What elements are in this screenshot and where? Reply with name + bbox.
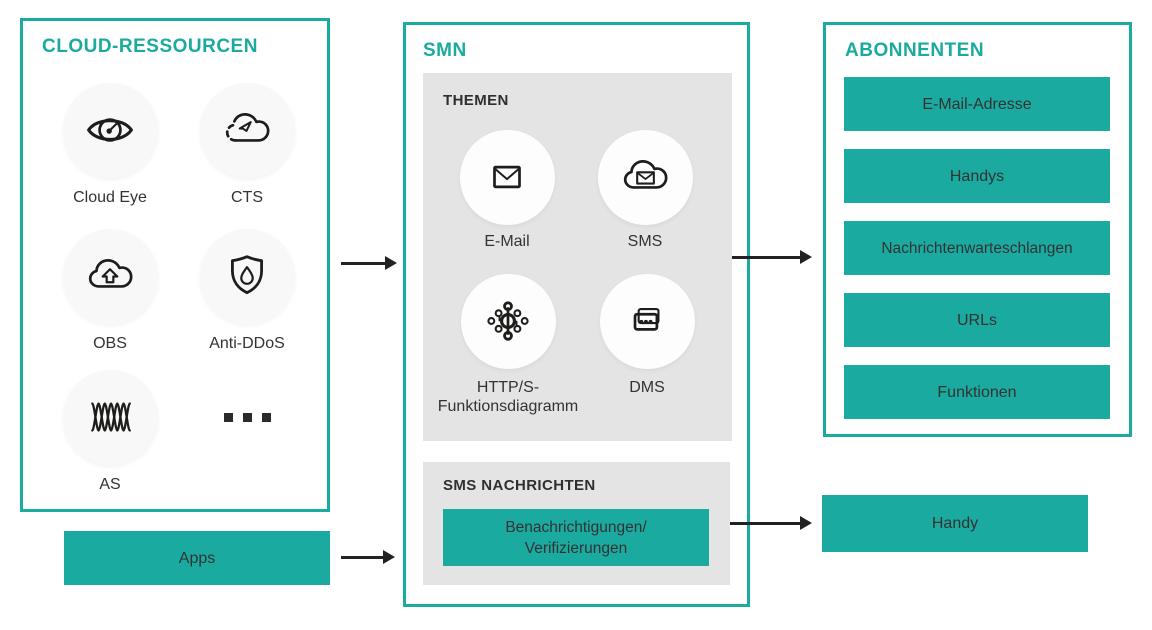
as-waves-icon (62, 369, 158, 465)
subscriber-urls-button: URLs (844, 293, 1110, 347)
ellipsis-icon (222, 411, 274, 423)
subscriber-email-button: E-Mail-Adresse (844, 77, 1110, 131)
arrow-smn-to-abonnenten (732, 250, 812, 264)
dms-label: DMS (629, 379, 665, 396)
arrow-apps-to-smn (341, 550, 395, 564)
email-envelope-icon (459, 129, 555, 225)
sms-nachrichten-header: SMS NACHRICHTEN (443, 477, 596, 494)
obs-label: OBS (93, 335, 127, 352)
function-diagram-icon (460, 273, 556, 369)
handy-button: Handy (822, 495, 1088, 552)
obs-cloud-upload-icon (62, 228, 158, 324)
arrow-resources-to-smn (341, 256, 397, 270)
themen-panel (423, 73, 732, 441)
subscriber-handys-button: Handys (844, 149, 1110, 203)
benachrichtigungen-line1: Benachrichtigungen/ (505, 518, 647, 536)
as-label: AS (99, 476, 121, 493)
abonnenten-title: ABONNENTEN (845, 40, 985, 61)
cloud-resources-title: CLOUD-RESSOURCEN (42, 36, 258, 57)
dms-messages-icon (599, 273, 695, 369)
subscriber-functions-button: Funktionen (844, 365, 1110, 419)
sms-label: SMS (627, 233, 663, 250)
cts-cloud-trace-icon (199, 82, 295, 178)
cloud-eye-label: Cloud Eye (73, 189, 147, 206)
anti-ddos-label: Anti-DDoS (209, 335, 285, 352)
benachrichtigungen-line2: Verifizierungen (524, 539, 628, 557)
arrow-sms-to-handy (730, 516, 812, 530)
smn-title: SMN (423, 40, 467, 61)
sms-cloud-icon (597, 129, 693, 225)
function-diagram-label: HTTP/S-Funktionsdiagramm (437, 379, 579, 415)
themen-header: THEMEN (443, 92, 509, 109)
anti-ddos-shield-icon (199, 228, 295, 324)
cts-label: CTS (231, 189, 263, 206)
apps-button: Apps (64, 531, 330, 585)
email-label: E-Mail (484, 233, 530, 250)
cloud-eye-icon (62, 82, 158, 178)
subscriber-queues-button: Nachrichtenwarteschlangen (844, 221, 1110, 275)
benachrichtigungen-button: Benachrichtigungen/ Verifizierungen (443, 509, 709, 566)
